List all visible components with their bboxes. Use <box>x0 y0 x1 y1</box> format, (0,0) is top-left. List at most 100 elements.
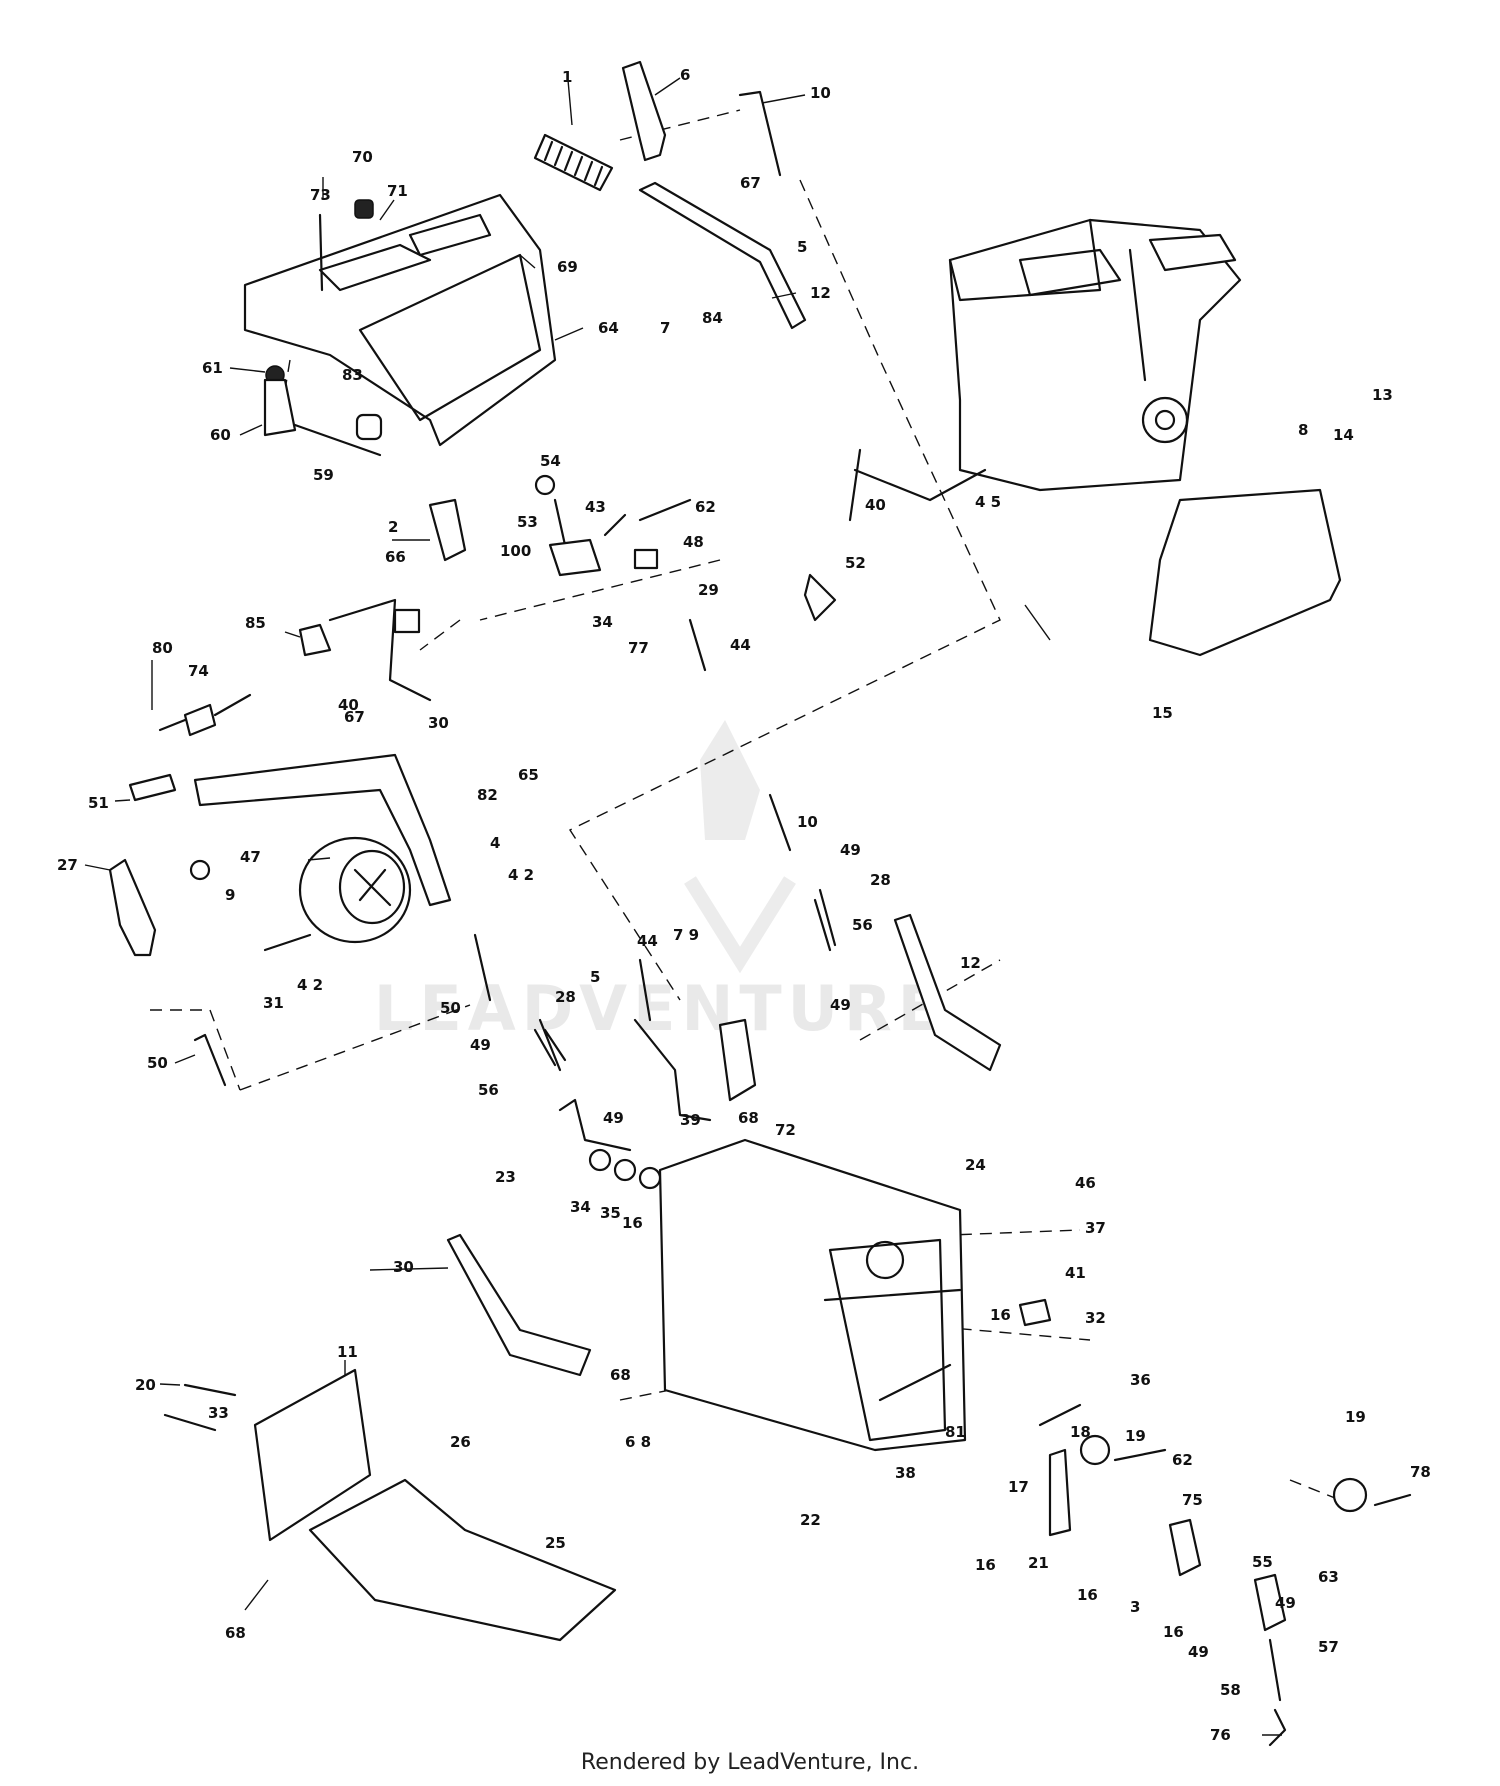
callout-22: 22 <box>800 1511 821 1529</box>
callout-15: 15 <box>1152 704 1173 722</box>
callout-67-b: 67 <box>344 708 365 726</box>
callout-80: 80 <box>152 639 173 657</box>
callout-54: 54 <box>540 452 561 470</box>
callout-16: 16 <box>622 1214 643 1232</box>
callout-49-e: 49 <box>1275 1594 1296 1612</box>
part-harness-40 <box>848 448 987 522</box>
callout-72: 72 <box>775 1121 796 1139</box>
callout-60: 60 <box>210 426 231 444</box>
callout-62: 62 <box>695 498 716 516</box>
part-screw-73 <box>318 213 324 292</box>
callout-10-b: 10 <box>797 813 818 831</box>
callout-39: 39 <box>680 1111 701 1129</box>
callout-6: 6 <box>680 66 690 84</box>
callout-16-d: 16 <box>1077 1586 1098 1604</box>
callout-64: 64 <box>598 319 619 337</box>
callout-12: 12 <box>810 284 831 302</box>
callout-55: 55 <box>1252 1553 1273 1571</box>
part-connector-85 <box>298 623 332 657</box>
footer-credit: Rendered by LeadVenture, Inc. <box>580 1750 920 1775</box>
part-bracket-11 <box>253 1368 372 1542</box>
watermark-v-icon <box>684 876 796 974</box>
part-55 <box>1253 1573 1287 1632</box>
part-bushing-16 <box>638 1166 662 1190</box>
callout-52: 52 <box>845 554 866 572</box>
callout-2: 2 <box>388 518 398 536</box>
callout-79: 7 9 <box>673 926 699 944</box>
part-rod-50b <box>473 933 492 1002</box>
callout-65: 65 <box>518 766 539 784</box>
part-pulley-19b <box>1332 1477 1368 1513</box>
callout-63: 63 <box>1318 1568 1339 1586</box>
part-pin-44 <box>688 618 707 672</box>
part-spring-43 <box>603 513 627 537</box>
callout-42: 4 2 <box>508 866 534 884</box>
part-rod-10b <box>768 793 792 852</box>
callout-75: 75 <box>1182 1491 1203 1509</box>
callout-61: 61 <box>202 359 223 377</box>
callout-47: 47 <box>240 848 261 866</box>
part-pulley-19a <box>1079 1434 1111 1466</box>
callout-29: 29 <box>698 581 719 599</box>
callout-74: 74 <box>188 662 209 680</box>
callout-84: 84 <box>702 309 723 327</box>
callout-81: 81 <box>945 1423 966 1441</box>
part-bolt-31 <box>263 933 312 952</box>
part-lever-6 <box>621 60 667 162</box>
callout-40-wire: 40 <box>338 696 359 714</box>
callout-62-b: 62 <box>1172 1451 1193 1469</box>
part-cable-74 <box>158 693 252 732</box>
callout-7: 7 <box>660 319 670 337</box>
callout-5-b: 5 <box>590 968 600 986</box>
callout-16-b: 16 <box>990 1306 1011 1324</box>
callout-5: 5 <box>797 238 807 256</box>
watermark-flame-icon <box>700 720 760 840</box>
callout-25: 25 <box>545 1534 566 1552</box>
callouts: 1 6 10 70 73 71 69 64 67 5 12 7 84 61 83… <box>57 66 1431 1744</box>
part-link-44 <box>638 958 652 1022</box>
part-arm-21 <box>1048 1448 1072 1537</box>
callout-14: 14 <box>1333 426 1354 444</box>
callout-37: 37 <box>1085 1219 1106 1237</box>
part-bolt-78 <box>1373 1493 1412 1507</box>
part-washer-34 <box>588 1148 612 1172</box>
callout-68-c: 6 8 <box>625 1433 651 1451</box>
watermark-text: LEADVENTURE <box>374 972 946 1045</box>
callout-49-b: 49 <box>470 1036 491 1054</box>
part-spring-56b <box>813 888 837 952</box>
part-washer-35 <box>613 1158 637 1182</box>
part-handle-bar-12 <box>638 181 807 330</box>
part-rod-23 <box>558 1098 632 1152</box>
callout-46: 46 <box>1075 1174 1096 1192</box>
part-hook-76 <box>1268 1708 1287 1747</box>
part-nut-9 <box>189 859 211 881</box>
callout-48: 48 <box>683 533 704 551</box>
callout-43: 43 <box>585 498 606 516</box>
callout-35: 35 <box>600 1204 621 1222</box>
callout-57: 57 <box>1318 1638 1339 1656</box>
callout-19-b: 19 <box>1345 1408 1366 1426</box>
part-engine <box>948 218 1242 492</box>
callout-13: 13 <box>1372 386 1393 404</box>
callout-36: 36 <box>1130 1371 1151 1389</box>
part-wire-40 <box>328 598 432 702</box>
part-plate-25 <box>308 1478 617 1642</box>
callout-24: 24 <box>965 1156 986 1174</box>
callout-3: 3 <box>1130 1598 1140 1616</box>
part-rod-50a <box>193 1033 227 1087</box>
callout-19: 19 <box>1125 1427 1146 1445</box>
part-74 <box>183 703 217 737</box>
part-shaft-81 <box>878 1363 952 1402</box>
callout-68-b: 68 <box>610 1366 631 1384</box>
callout-40: 40 <box>865 496 886 514</box>
callout-100: 100 <box>500 542 531 560</box>
callout-28-b: 28 <box>555 988 576 1006</box>
part-handle-30b <box>446 1233 592 1377</box>
callout-49-d: 49 <box>603 1109 624 1127</box>
callout-76: 76 <box>1210 1726 1231 1744</box>
callout-59: 59 <box>313 466 334 484</box>
part-primer-54 <box>534 474 556 496</box>
callout-17: 17 <box>1008 1478 1029 1496</box>
callout-30-b: 30 <box>393 1258 414 1276</box>
callout-51: 51 <box>88 794 109 812</box>
